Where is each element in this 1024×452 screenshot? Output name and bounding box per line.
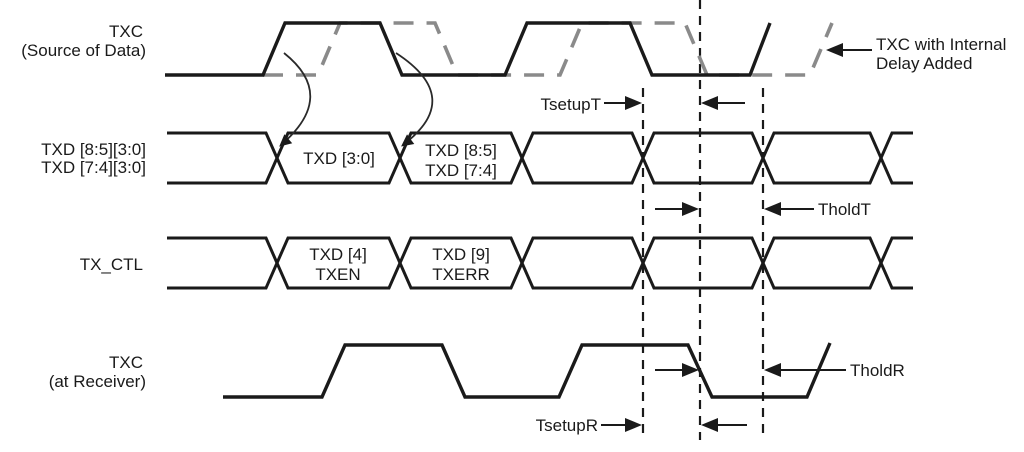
- tsetup-r-annotation: TsetupR: [536, 416, 747, 435]
- txd-bus-lower-trace: [167, 131, 913, 185]
- txd-bus-waveform: TXD [3:0] TXD [8:5] TXD [7:4]: [167, 131, 913, 185]
- tx-ctl-cell2-label-line2: TXERR: [432, 265, 490, 284]
- tsetup-t-right-arrowhead-icon: [625, 96, 642, 110]
- delay-note-line1: TXC with Internal: [876, 35, 1006, 54]
- txc-receiver-label-line2: (at Receiver): [49, 372, 146, 391]
- signal-labels: TXC (Source of Data) TXD [8:5][3:0] TXD …: [21, 22, 146, 391]
- timing-reference-lines: [641, 0, 765, 440]
- txc-delayed-waveform: [263, 21, 834, 77]
- txc-receiver-label-line1: TXC: [109, 353, 143, 372]
- txd-cell2-label-line2: TXD [7:4]: [425, 161, 497, 180]
- tsetup-t-left-arrowhead-icon: [701, 96, 718, 110]
- tsetup-t-label: TsetupT: [541, 95, 601, 114]
- thold-r-right-arrowhead-icon: [682, 363, 699, 377]
- txd-label-line2: TXD [7:4][3:0]: [41, 158, 146, 177]
- txd-cell2-label-line1: TXD [8:5]: [425, 141, 497, 160]
- clock-to-data-arrows: [279, 52, 434, 147]
- txc-receiver-waveform: [223, 342, 832, 399]
- txc-source-waveform: [165, 21, 772, 77]
- thold-r-annotation: TholdR: [655, 361, 905, 380]
- tsetup-r-label: TsetupR: [536, 416, 598, 435]
- tsetup-t-annotation: TsetupT: [541, 95, 745, 114]
- thold-t-left-arrowhead-icon: [764, 202, 781, 216]
- tx-ctl-bus-waveform: TXD [4] TXEN TXD [9] TXERR: [167, 236, 913, 290]
- falling-edge-to-txd-arrow: [395, 52, 434, 147]
- txd-cell1-label: TXD [3:0]: [303, 149, 375, 168]
- thold-t-annotation: TholdT: [655, 200, 871, 219]
- txd-label-line1: TXD [8:5][3:0]: [41, 140, 146, 159]
- tx-ctl-cell2-label-line1: TXD [9]: [432, 245, 490, 264]
- txd-bus-upper-trace: [167, 131, 913, 185]
- tx-ctl-label: TX_CTL: [80, 255, 143, 274]
- txc-source-label-line2: (Source of Data): [21, 41, 146, 60]
- tsetup-r-left-arrowhead-icon: [701, 418, 718, 432]
- delay-note-arrowhead-icon: [826, 43, 843, 57]
- tx-ctl-upper-trace: [167, 236, 913, 290]
- thold-t-label: TholdT: [818, 200, 871, 219]
- tsetup-r-right-arrowhead-icon: [625, 418, 642, 432]
- tx-ctl-lower-trace: [167, 236, 913, 290]
- delay-note-annotation: TXC with Internal Delay Added: [826, 35, 1006, 73]
- thold-t-right-arrowhead-icon: [682, 202, 699, 216]
- tx-ctl-cell1-label-line2: TXEN: [315, 265, 360, 284]
- delay-note-line2: Delay Added: [876, 54, 972, 73]
- txc-source-label-line1: TXC: [109, 22, 143, 41]
- thold-r-label: TholdR: [850, 361, 905, 380]
- thold-r-left-arrowhead-icon: [764, 363, 781, 377]
- rising-edge-to-txd-arrow: [279, 52, 312, 147]
- tx-ctl-cell1-label-line1: TXD [4]: [309, 245, 367, 264]
